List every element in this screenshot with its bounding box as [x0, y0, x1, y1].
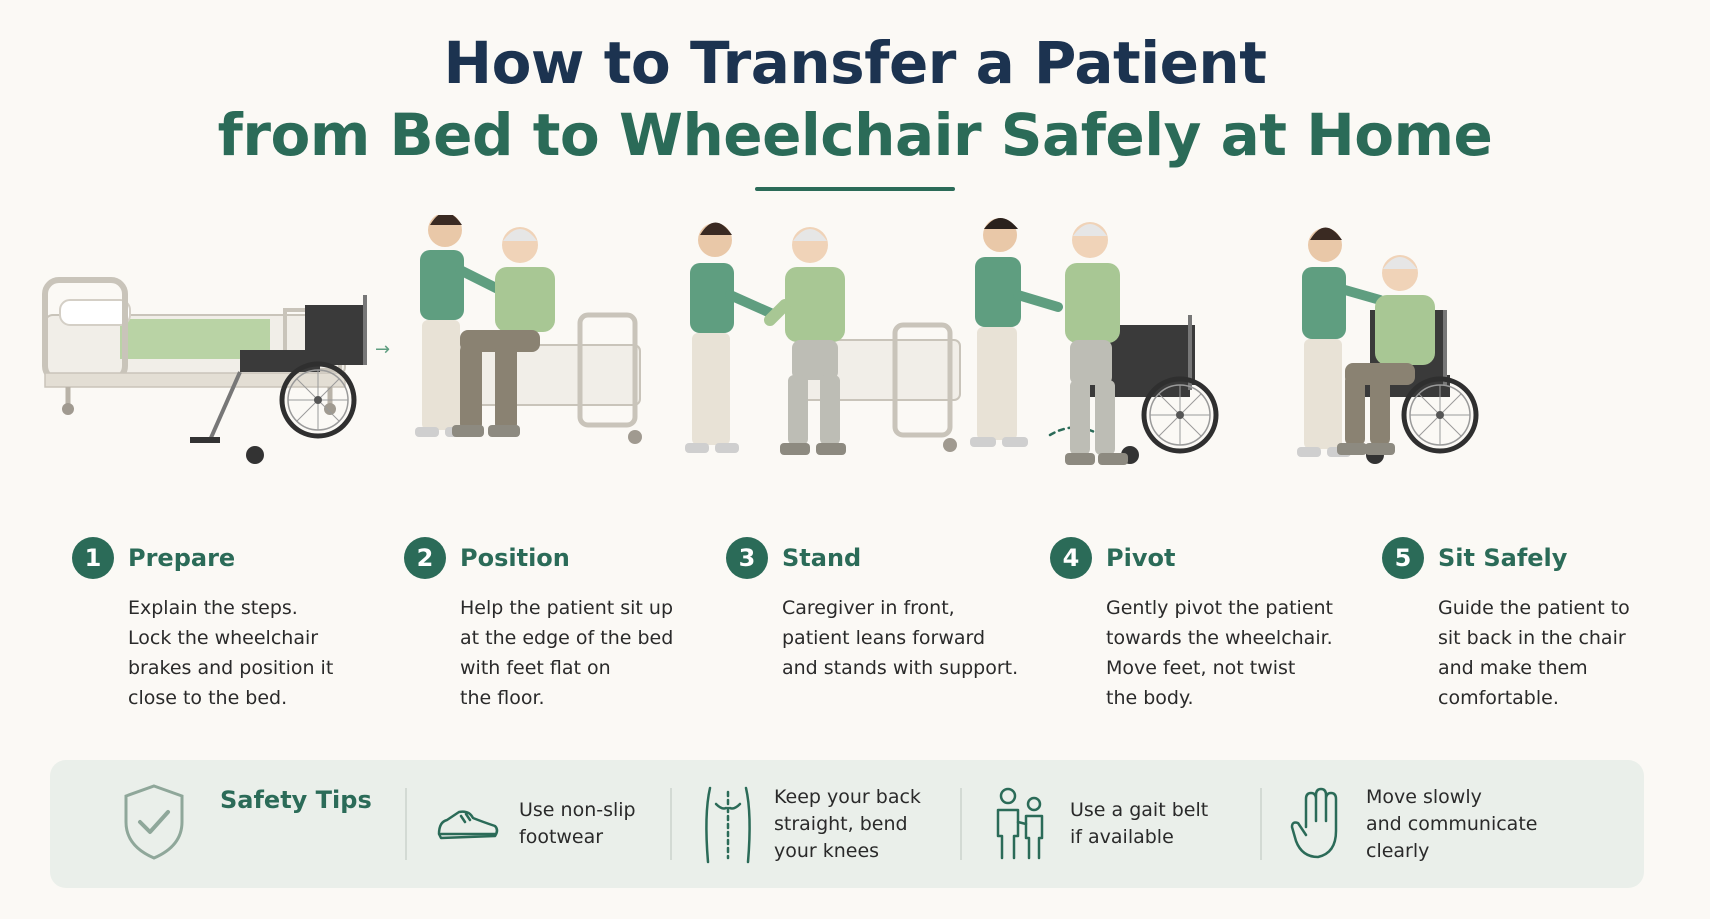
step-title: Position: [460, 544, 570, 572]
step-stand: 3 Stand Caregiver in front, patient lean…: [726, 535, 1026, 683]
step-description: Caregiver in front, patient leans forwar…: [782, 597, 1019, 679]
tip-footwear: Use non-slip footwear: [435, 760, 636, 888]
step-title: Pivot: [1106, 544, 1176, 572]
step-number-badge: 3: [726, 537, 768, 579]
tip-communicate: Move slowly and communicate clearly: [1290, 760, 1537, 888]
transfer-illustrations: →: [42, 215, 1680, 465]
tip-text: Use non-slip footwear: [519, 799, 636, 848]
scene-position: [415, 215, 642, 444]
scene-prepare: [42, 277, 367, 464]
step-description: Explain the steps. Lock the wheelchair b…: [128, 597, 334, 709]
back-spine-icon: [705, 786, 751, 864]
tips-divider: [960, 788, 962, 860]
step-position: 2 Position Help the patient sit up at th…: [404, 535, 704, 713]
title-line-2: from Bed to Wheelchair Safely at Home: [217, 101, 1493, 169]
step-description: Gently pivot the patient towards the whe…: [1106, 597, 1333, 709]
tip-back: Keep your back straight, bend your knees: [700, 760, 921, 888]
step-description: Guide the patient to sit back in the cha…: [1438, 597, 1630, 709]
scene-sit-safely: [1297, 227, 1476, 464]
page-title: How to Transfer a Patient from Bed to Wh…: [0, 28, 1710, 172]
safety-tips-panel: Safety Tips Use non-slip footwear Keep y…: [50, 760, 1644, 888]
shoe-icon: [437, 810, 499, 840]
gait-belt-people-icon: [996, 787, 1044, 860]
step-number-badge: 1: [72, 537, 114, 579]
step-title: Sit Safely: [1438, 544, 1568, 572]
tips-divider: [405, 788, 407, 860]
title-line-1: How to Transfer a Patient: [443, 29, 1267, 97]
hand-icon: [1290, 787, 1338, 859]
steps-row: 1 Prepare Explain the steps. Lock the wh…: [0, 535, 1710, 715]
tip-text: Use a gait belt if available: [1070, 799, 1209, 848]
tips-divider: [670, 788, 672, 860]
scene-stand: [685, 222, 961, 455]
step-description: Help the patient sit up at the edge of t…: [460, 597, 674, 709]
svg-text:→: →: [375, 339, 390, 360]
step-number-badge: 4: [1050, 537, 1092, 579]
step-pivot: 4 Pivot Gently pivot the patient towards…: [1050, 535, 1350, 713]
step-number-badge: 2: [404, 537, 446, 579]
tip-gait-belt: Use a gait belt if available: [990, 760, 1208, 888]
tip-text: Move slowly and communicate clearly: [1366, 785, 1538, 862]
scene-pivot: [970, 218, 1216, 465]
shield-check-icon: [124, 784, 184, 860]
step-title: Stand: [782, 544, 862, 572]
title-divider: [755, 187, 955, 191]
step-prepare: 1 Prepare Explain the steps. Lock the wh…: [72, 535, 372, 713]
step-number-badge: 5: [1382, 537, 1424, 579]
step-title: Prepare: [128, 544, 236, 572]
tip-text: Keep your back straight, bend your knees: [774, 785, 921, 862]
step-sit-safely: 5 Sit Safely Guide the patient to sit ba…: [1382, 535, 1682, 713]
safety-tips-title: Safety Tips: [220, 786, 372, 814]
tips-divider: [1260, 788, 1262, 860]
